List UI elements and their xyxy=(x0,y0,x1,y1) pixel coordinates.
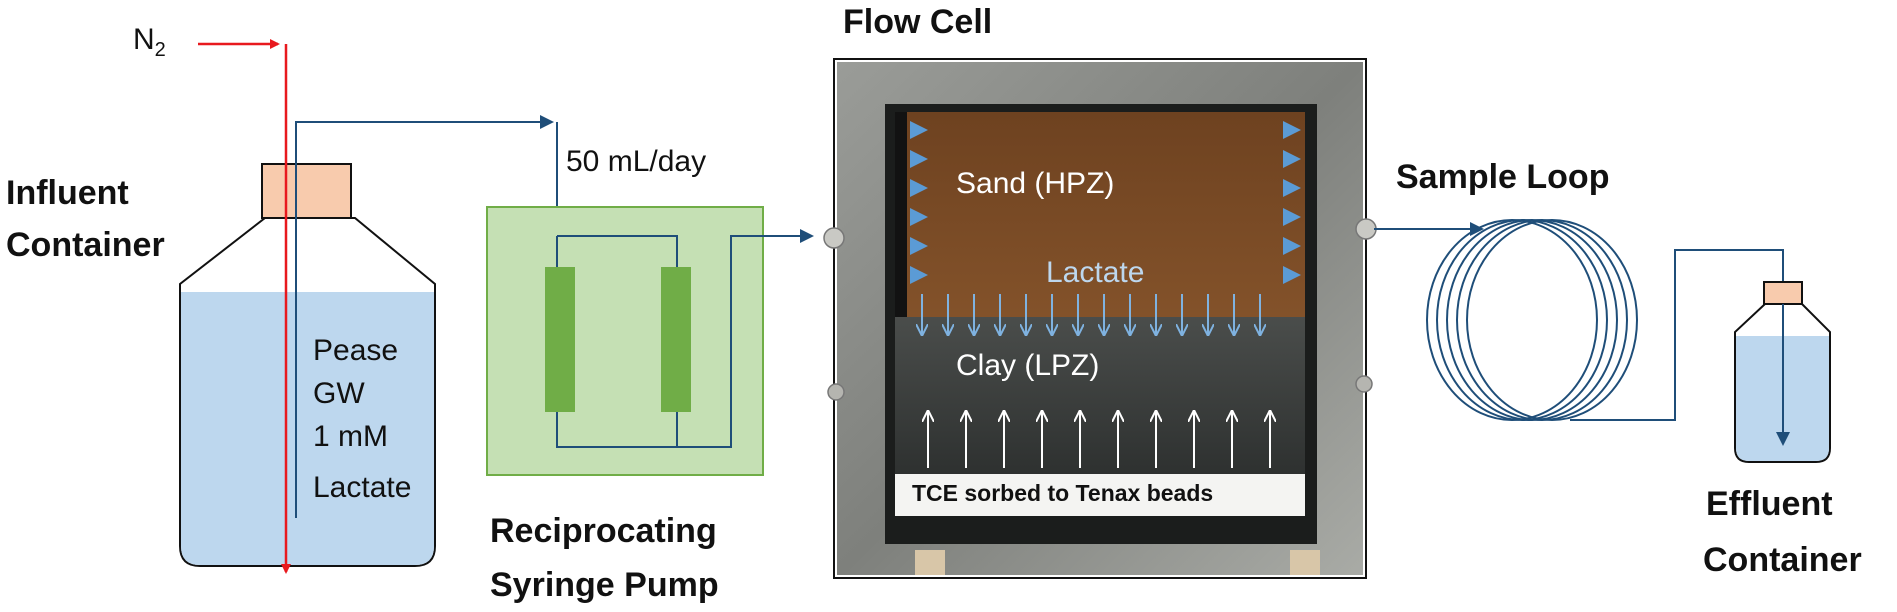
sample-loop-coil xyxy=(1426,219,1784,421)
sand-inflow-arrow xyxy=(910,179,928,197)
sand-inflow-arrows-left xyxy=(910,121,928,284)
clay-zone xyxy=(895,317,1305,474)
tenax-bead-layer xyxy=(895,474,1305,516)
pump-housing xyxy=(486,206,764,476)
cell-bolt xyxy=(1355,375,1373,393)
coil-turn xyxy=(1466,219,1638,421)
lactate-label: Lactate xyxy=(1046,256,1145,289)
n2-subscript: 2 xyxy=(154,39,166,61)
sand-outflow-arrows-right xyxy=(1283,121,1301,284)
coil-turn xyxy=(1456,219,1628,421)
effluent-title-line1: Effluent xyxy=(1706,485,1833,523)
pump-manifold-top xyxy=(557,235,678,267)
influent-title-line1: Influent xyxy=(6,174,129,212)
sample-loop-title: Sample Loop xyxy=(1396,158,1610,196)
influent-content-3: 1 mM xyxy=(313,420,388,453)
pump-manifold-bottom xyxy=(556,229,814,448)
pump-title-line2: Syringe Pump xyxy=(490,566,719,604)
sand-inflow-arrow xyxy=(910,237,928,255)
lactate-diffusion-arrows xyxy=(922,294,1260,334)
coil-to-effluent-line xyxy=(1570,249,1784,421)
influent-bottle-cap xyxy=(261,163,352,219)
pump-title-line1: Reciprocating xyxy=(490,512,717,550)
sand-zone xyxy=(895,112,1305,317)
coil-turn xyxy=(1436,219,1608,421)
clay-zone-label: Clay (LPZ) xyxy=(956,349,1100,382)
flow-rate-label: 50 mL/day xyxy=(566,145,707,178)
influent-draw-line xyxy=(295,115,554,518)
n2-label: N2 xyxy=(133,20,166,70)
sand-outflow-arrow xyxy=(1283,237,1301,255)
tce-diffusion-arrows xyxy=(928,412,1270,468)
sand-outflow-arrow xyxy=(1283,179,1301,197)
cell-bolt xyxy=(827,383,845,401)
effluent-bottle xyxy=(1734,281,1831,463)
sand-inflow-arrow xyxy=(910,150,928,168)
influent-title-line2: Container xyxy=(6,226,165,264)
influent-content-1: Pease xyxy=(313,334,399,367)
coil-turn xyxy=(1426,219,1598,421)
flow-cell-left-bar xyxy=(895,112,907,317)
cell-foot xyxy=(1290,550,1320,575)
influent-liquid xyxy=(181,292,434,565)
sand-outflow-arrow xyxy=(1283,208,1301,226)
cell-bolt xyxy=(1355,218,1377,240)
tce-label: TCE sorbed to Tenax beads xyxy=(912,480,1214,506)
effluent-bottle-cap xyxy=(1763,281,1803,305)
influent-content-4: Lactate xyxy=(313,471,412,504)
effluent-title-line2: Container xyxy=(1703,541,1862,579)
cell-bolt xyxy=(823,227,845,249)
sand-inflow-arrow xyxy=(910,121,928,139)
sand-zone-label: Sand (HPZ) xyxy=(956,167,1115,200)
syringe-pump xyxy=(486,206,814,476)
flow-cell xyxy=(823,58,1377,579)
sand-outflow-arrow xyxy=(1283,121,1301,139)
flow-cell-title: Flow Cell xyxy=(843,3,993,41)
sand-inflow-arrow xyxy=(910,266,928,284)
influent-bottle xyxy=(179,163,436,567)
syringe-right xyxy=(661,267,691,412)
sand-inflow-arrow xyxy=(910,208,928,226)
cell-foot xyxy=(915,550,945,575)
syringe-left xyxy=(545,267,575,412)
coil-turn xyxy=(1446,219,1618,421)
sand-outflow-arrow xyxy=(1283,150,1301,168)
n2-symbol: N xyxy=(133,23,155,56)
influent-content-2: GW xyxy=(313,377,365,410)
sand-outflow-arrow xyxy=(1283,266,1301,284)
